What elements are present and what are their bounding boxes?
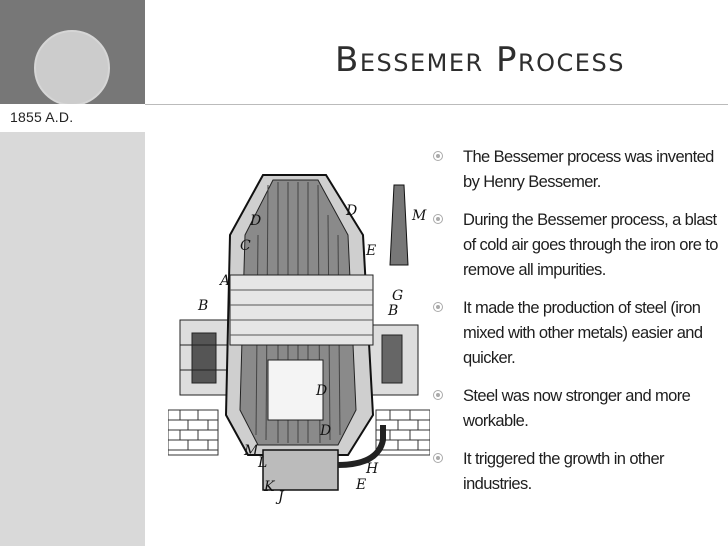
circle-bullet-icon xyxy=(433,302,443,312)
circle-bullet-icon xyxy=(433,214,443,224)
bullet-item: Steel was now stronger and more workable… xyxy=(425,384,725,434)
figure-label: K xyxy=(263,479,276,495)
tuyere-nozzle xyxy=(389,184,409,266)
circle-bullet-icon xyxy=(433,390,443,400)
bullet-text: During the Bessemer process, a blast of … xyxy=(463,211,718,279)
figure-label: M xyxy=(411,208,427,224)
figure-label: A xyxy=(218,273,230,289)
title-divider xyxy=(145,104,728,105)
circle-bullet-icon xyxy=(433,453,443,463)
figure-label: L xyxy=(257,455,267,471)
slide-title: Bessemer Process xyxy=(335,40,625,80)
figure-label: C xyxy=(240,238,251,254)
figure-label: J xyxy=(275,489,285,505)
figure-label: B xyxy=(197,298,208,314)
converter-drawing: D D C M E A B G B D D M L H E K J xyxy=(168,155,430,505)
date-label-strip: 1855 A.D. xyxy=(0,104,145,132)
figure-label: G xyxy=(392,288,403,304)
bessemer-converter-illustration: D D C M E A B G B D D M L H E K J xyxy=(168,155,430,505)
bullet-item: It triggered the growth in other industr… xyxy=(425,447,725,497)
figure-label: D xyxy=(249,213,261,229)
bullet-text: It made the production of steel (iron mi… xyxy=(463,299,703,367)
figure-label: D xyxy=(315,383,327,399)
bullet-item: The Bessemer process was invented by Hen… xyxy=(425,145,725,195)
bullet-text: Steel was now stronger and more workable… xyxy=(463,387,691,430)
converter-vessel xyxy=(224,174,386,491)
figure-label: E xyxy=(365,243,376,259)
figure-label: D xyxy=(319,423,331,439)
brick-wall-right xyxy=(375,409,430,456)
left-band-light xyxy=(0,132,145,546)
figure-label: M xyxy=(243,443,259,459)
circle-bullet-icon xyxy=(433,151,443,161)
figure-labels: D D C M E A B G B D D M L H E K J xyxy=(197,203,427,505)
bullet-text: It triggered the growth in other industr… xyxy=(463,450,665,493)
brick-wall-left xyxy=(168,409,219,456)
bullet-item: It made the production of steel (iron mi… xyxy=(425,296,725,371)
bullet-text: The Bessemer process was invented by Hen… xyxy=(463,148,714,191)
bullet-list: The Bessemer process was invented by Hen… xyxy=(425,145,725,510)
figure-label: D xyxy=(345,203,357,219)
figure-label: E xyxy=(355,477,366,493)
decorative-circle xyxy=(34,30,110,106)
bullet-item: During the Bessemer process, a blast of … xyxy=(425,208,725,283)
figure-label: B xyxy=(387,303,398,319)
date-label: 1855 A.D. xyxy=(10,109,74,125)
figure-label: H xyxy=(365,461,379,477)
